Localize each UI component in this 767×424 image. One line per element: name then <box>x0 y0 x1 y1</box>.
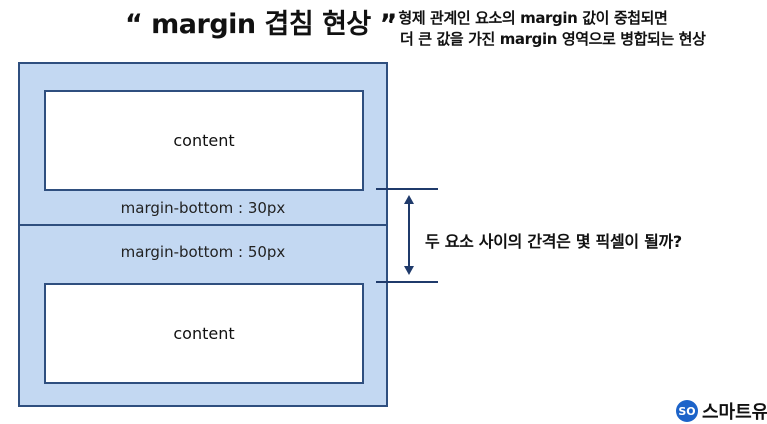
bottom-margin-label: margin-bottom : 50px <box>120 243 286 261</box>
double-arrow-icon <box>404 195 414 275</box>
brand-logo: SO 스마트유 <box>676 398 767 424</box>
diagram-title: “ margin 겹침 현상 ” <box>125 9 397 40</box>
top-content-box: content <box>44 90 364 191</box>
bottom-content-label: content <box>173 324 235 343</box>
logo-text: 스마트유 <box>702 402 767 423</box>
description-line-1: : 형제 관계인 요소의 margin 값이 중첩되면 <box>388 9 668 27</box>
top-element-box: content margin-bottom : 30px <box>18 62 388 226</box>
top-guide-line <box>376 188 438 190</box>
description-line-2: 더 큰 값을 가진 margin 영역으로 병합되는 현상 <box>400 30 706 48</box>
bottom-content-box: content <box>44 283 364 384</box>
bottom-element-box: margin-bottom : 50px content <box>18 224 388 407</box>
question-text: 두 요소 사이의 간격은 몇 픽셀이 될까? <box>425 232 682 251</box>
top-margin-label: margin-bottom : 30px <box>120 199 286 217</box>
top-content-label: content <box>173 131 235 150</box>
logo-mark-icon: SO <box>676 400 698 422</box>
bottom-guide-line <box>376 281 438 283</box>
diagram-description: : 형제 관계인 요소의 margin 값이 중첩되면 더 큰 값을 가진 ma… <box>388 8 706 50</box>
